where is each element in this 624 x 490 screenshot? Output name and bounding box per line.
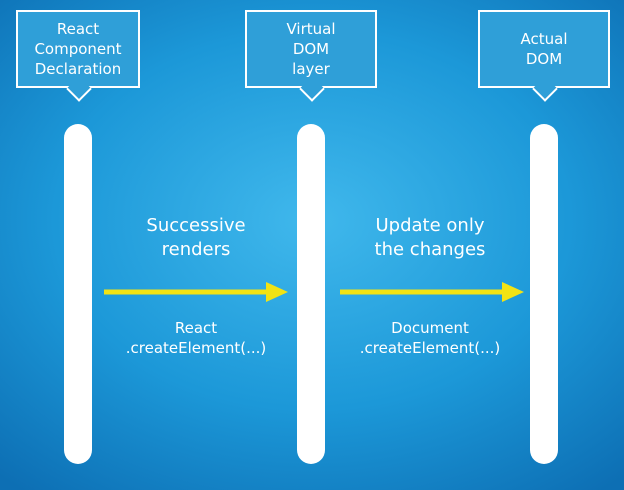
participant-label: React Component Declaration xyxy=(34,20,122,78)
lifeline-actual-dom xyxy=(530,124,558,464)
participant-actual-dom: Actual DOM xyxy=(478,10,610,88)
message-call-document-createelement: Document .createElement(...) xyxy=(359,319,501,357)
participant-label: Virtual DOM layer xyxy=(286,20,336,78)
message-title-update-changes: Update only the changes xyxy=(374,215,486,260)
participant-virtual-dom: Virtual DOM layer xyxy=(245,10,377,88)
participant-label: Actual DOM xyxy=(520,30,568,68)
arrow-right-icon xyxy=(340,282,524,302)
participant-react-component: React Component Declaration xyxy=(16,10,140,88)
arrow-right-icon xyxy=(104,282,288,302)
message-title-successive-renders: Successive renders xyxy=(146,215,246,260)
lifeline-react-component xyxy=(64,124,92,464)
lifeline-virtual-dom xyxy=(297,124,325,464)
message-call-react-createelement: React .createElement(...) xyxy=(125,319,267,357)
